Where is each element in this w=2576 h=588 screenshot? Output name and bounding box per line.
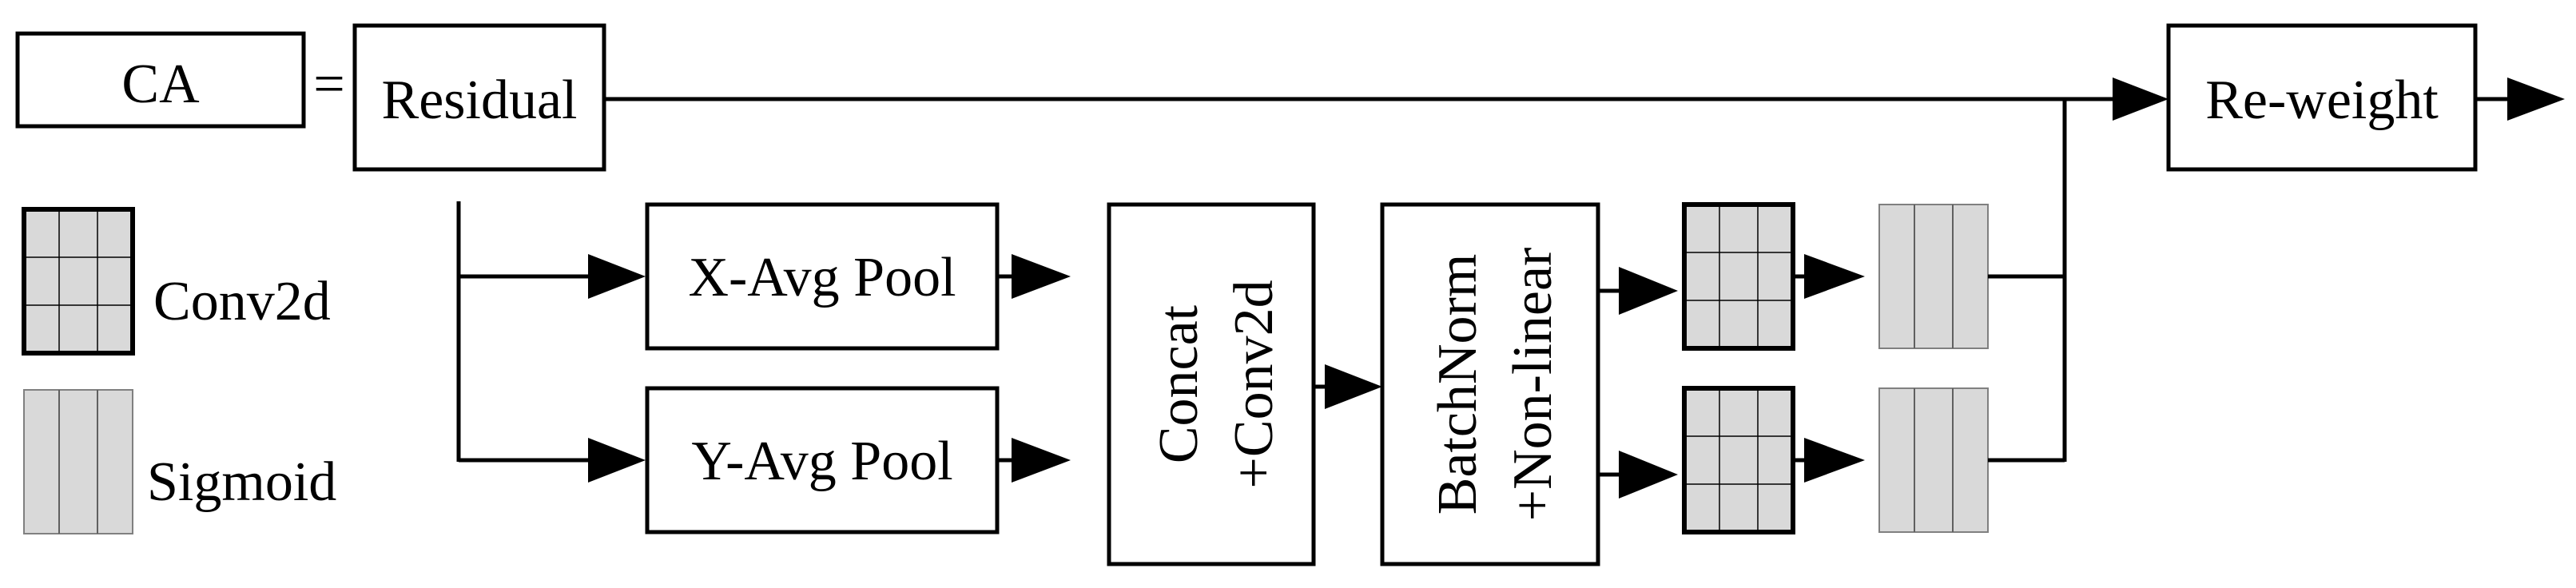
bn-y-out-arrowhead <box>1619 451 1678 499</box>
concat-conv2d-box: Concat +Conv2d <box>1107 202 1316 566</box>
residual-box: Residual <box>352 23 606 172</box>
concat-out-arrowhead <box>1325 364 1382 409</box>
output-arrowhead <box>2507 77 2565 121</box>
legend-conv2d-label: Conv2d <box>153 271 331 332</box>
equals-sign: = <box>313 54 344 115</box>
reweight-box: Re-weight <box>2166 23 2478 172</box>
concat-label: Concat <box>1148 304 1210 463</box>
reweight-label: Re-weight <box>2205 70 2439 131</box>
conv2d-block-y <box>1682 386 1795 534</box>
legend-sigmoid-label: Sigmoid <box>147 451 336 513</box>
batchnorm-nonlinear-box: BatchNorm +Non-linear <box>1380 202 1600 566</box>
y-pool-out-arrowhead <box>1012 438 1071 483</box>
nonlinear-label: +Non-linear <box>1502 248 1564 522</box>
bn-x-out-arrowhead <box>1619 267 1678 315</box>
reweight-input-arrowhead <box>2113 77 2169 121</box>
ca-label: CA <box>121 54 200 115</box>
legend-sigmoid: Sigmoid <box>23 389 336 534</box>
conv-y-out-arrowhead <box>1804 438 1865 483</box>
sigmoid-block-y <box>1878 387 1989 533</box>
conv-x-out-arrowhead <box>1804 254 1865 299</box>
x-avg-pool-box: X-Avg Pool <box>645 202 1000 351</box>
concat-conv2d-label: +Conv2d <box>1223 280 1285 488</box>
sigmoid-block-x <box>1878 204 1989 349</box>
legend-sigmoid-icon <box>23 389 133 534</box>
legend-conv2d-icon <box>22 207 135 356</box>
x-avg-pool-label: X-Avg Pool <box>688 247 956 308</box>
x-pool-out-arrowhead <box>1012 254 1071 299</box>
ca-box: CA <box>15 31 306 129</box>
y-avg-pool-label: Y-Avg Pool <box>691 431 952 492</box>
y-avg-pool-box: Y-Avg Pool <box>645 386 1000 534</box>
legend-conv2d: Conv2d <box>22 207 331 356</box>
split-y-arrowhead <box>588 438 646 483</box>
split-x-arrowhead <box>588 254 646 299</box>
conv2d-block-x <box>1682 202 1795 351</box>
batchnorm-label: BatchNorm <box>1427 254 1489 515</box>
residual-label: Residual <box>382 70 578 131</box>
